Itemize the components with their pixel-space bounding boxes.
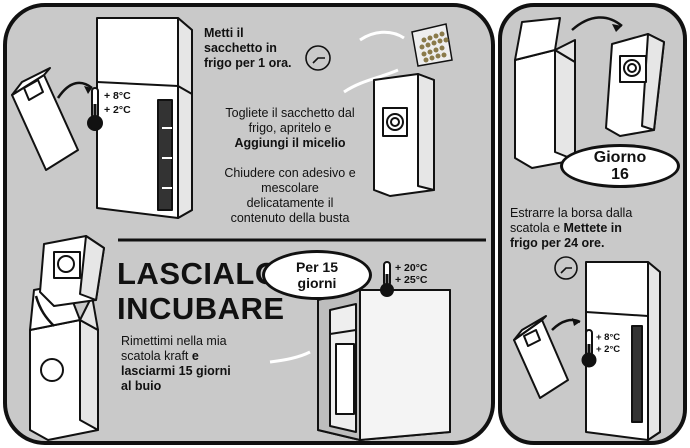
thermometer-icon	[87, 87, 103, 131]
arrow-icon	[571, 16, 623, 31]
bag-icon	[513, 315, 569, 399]
kraft-box-icon	[29, 283, 99, 441]
incubate-heading: LASCIALO INCUBARE	[117, 256, 285, 326]
arrow-icon	[343, 68, 399, 94]
mycelium-pouch-icon	[411, 23, 453, 67]
step2-text: Togliete il sacchetto dal frigo, apritel…	[225, 106, 355, 150]
bag-icon	[605, 33, 665, 137]
step3-text: Chiudere con adesivo e mescolare delicat…	[224, 166, 356, 225]
clock-icon	[554, 256, 578, 280]
thermometer-icon	[581, 329, 597, 368]
fridge-temp-high: + 8°C	[104, 90, 131, 102]
step5-text: Estrarre la borsa dalla scatola e Mettet…	[510, 206, 633, 250]
room-temp-high: + 20°C	[395, 262, 428, 274]
bag-icon	[11, 67, 79, 171]
fridge-icon	[96, 17, 193, 219]
step4-text: Rimettimi nella mia scatola kraft e lasc…	[121, 334, 231, 393]
fridge2-temp-low: + 2°C	[596, 344, 621, 355]
fridge-temp-low: + 2°C	[104, 104, 131, 116]
thermometer-icon	[380, 261, 394, 297]
bag-icon	[39, 235, 105, 307]
arrow-icon	[359, 30, 405, 42]
arrow-icon	[56, 81, 93, 99]
fridge2-temp-high: + 8°C	[596, 332, 621, 343]
bag-icon	[373, 73, 435, 197]
clock-icon	[305, 45, 331, 71]
arrow-icon	[34, 295, 55, 327]
arrow-icon	[269, 350, 311, 364]
fridge-icon	[585, 261, 661, 441]
kraft-box-icon	[514, 17, 576, 169]
kraft-box-icon	[317, 289, 451, 441]
room-temp-low: + 25°C	[395, 274, 428, 286]
step1-text: Metti il sacchetto in frigo per 1 ora.	[204, 26, 292, 70]
